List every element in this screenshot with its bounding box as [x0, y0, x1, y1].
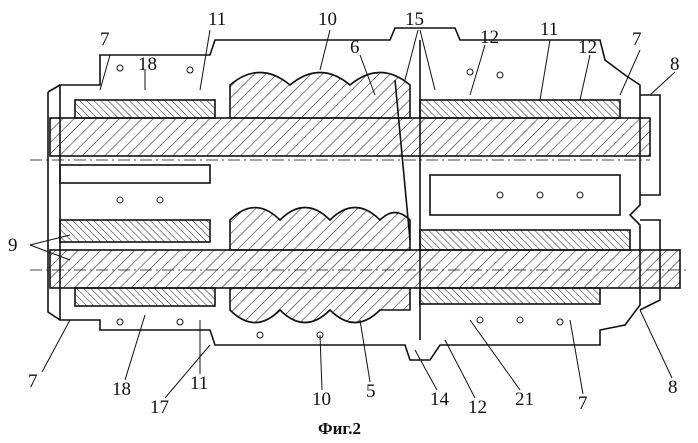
label-6: 6 — [350, 38, 360, 57]
label-12: 12 — [480, 28, 499, 47]
label-5: 5 — [366, 382, 376, 401]
upper-shaft — [50, 118, 650, 156]
label-14: 14 — [430, 390, 449, 409]
label-15: 15 — [405, 10, 424, 29]
label-11b: 11 — [540, 20, 558, 39]
label-18b: 18 — [112, 380, 131, 399]
label-11: 11 — [208, 10, 226, 29]
label-7c: 7 — [28, 372, 38, 391]
worm-gear — [230, 73, 410, 119]
label-7d: 7 — [578, 394, 588, 413]
label-8b: 8 — [668, 378, 678, 397]
label-9: 9 — [8, 236, 18, 255]
label-8: 8 — [670, 55, 680, 74]
label-12c: 12 — [468, 398, 487, 417]
label-7: 7 — [100, 30, 110, 49]
figure-caption: Фиг.2 — [318, 420, 361, 437]
label-18: 18 — [138, 55, 157, 74]
lower-shaft — [50, 250, 680, 288]
label-10b: 10 — [312, 390, 331, 409]
label-7b: 7 — [632, 30, 642, 49]
label-17: 17 — [150, 398, 169, 417]
label-12b: 12 — [578, 38, 597, 57]
label-11c: 11 — [190, 374, 208, 393]
label-10: 10 — [318, 10, 337, 29]
label-21: 21 — [515, 390, 534, 409]
